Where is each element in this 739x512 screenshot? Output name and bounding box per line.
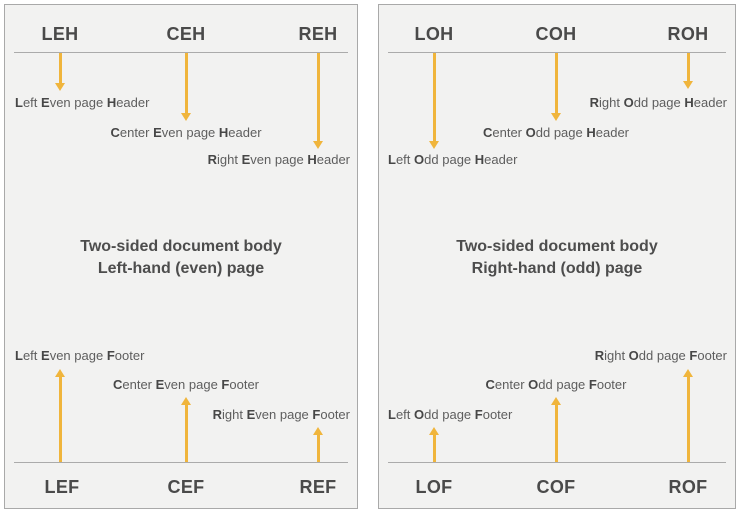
header-tag-coh: COH [535, 24, 577, 44]
rof-description: Right Odd page Footer [594, 348, 727, 363]
ref-description: Right Even page Footer [212, 407, 350, 422]
header-tag-leh: LEH [41, 24, 79, 44]
body-line-1: Two-sided document body [80, 238, 282, 255]
coh-down-arrow-icon [551, 53, 562, 121]
even-header-divider [14, 52, 348, 53]
footer-tag-rof: ROF [668, 477, 708, 497]
cef-up-arrow-icon [181, 397, 192, 462]
reh-description: Right Even page Header [207, 152, 350, 167]
even-page-panel: LEH CEH REH Left Even page Header Center… [4, 4, 358, 509]
footer-tag-lef: LEF [44, 477, 80, 497]
lof-up-arrow-icon [429, 427, 440, 462]
body-line-1: Two-sided document body [456, 238, 658, 255]
footer-tag-cof: COF [536, 477, 576, 497]
lof-description: Left Odd page Footer [388, 407, 513, 422]
loh-description: Left Odd page Header [388, 152, 518, 167]
odd-page-body-text: Two-sided document body Right-hand (odd)… [379, 236, 735, 280]
ref-up-arrow-icon [313, 427, 324, 462]
roh-down-arrow-icon [683, 53, 694, 89]
coh-description: Center Odd page Header [482, 125, 630, 140]
footer-tag-lof: LOF [415, 477, 453, 497]
cof-up-arrow-icon [551, 397, 562, 462]
loh-down-arrow-icon [429, 53, 440, 149]
cef-description: Center Even page Footer [112, 377, 260, 392]
header-tag-reh: REH [298, 24, 338, 44]
reh-down-arrow-icon [313, 53, 324, 149]
body-line-2: Left-hand (even) page [97, 260, 265, 277]
even-page-body-text: Two-sided document body Left-hand (even)… [5, 236, 357, 280]
lef-description: Left Even page Footer [15, 348, 145, 363]
even-footer-divider [14, 462, 348, 463]
body-line-2: Right-hand (odd) page [471, 260, 643, 277]
ceh-description: Center Even page Header [110, 125, 262, 140]
cof-description: Center Odd page Footer [485, 377, 627, 392]
leh-description: Left Even page Header [15, 95, 150, 110]
header-tag-roh: ROH [667, 24, 709, 44]
footer-tag-cef: CEF [167, 477, 205, 497]
odd-header-divider [388, 52, 726, 53]
odd-footer-divider [388, 462, 726, 463]
lef-up-arrow-icon [55, 369, 66, 462]
footer-tag-ref: REF [299, 477, 337, 497]
rof-up-arrow-icon [683, 369, 694, 462]
leh-down-arrow-icon [55, 53, 66, 91]
header-tag-loh: LOH [414, 24, 454, 44]
odd-page-panel: LOH COH ROH Right Odd page Header Center… [378, 4, 736, 509]
ceh-down-arrow-icon [181, 53, 192, 121]
roh-description: Right Odd page Header [589, 95, 727, 110]
header-tag-ceh: CEH [166, 24, 206, 44]
